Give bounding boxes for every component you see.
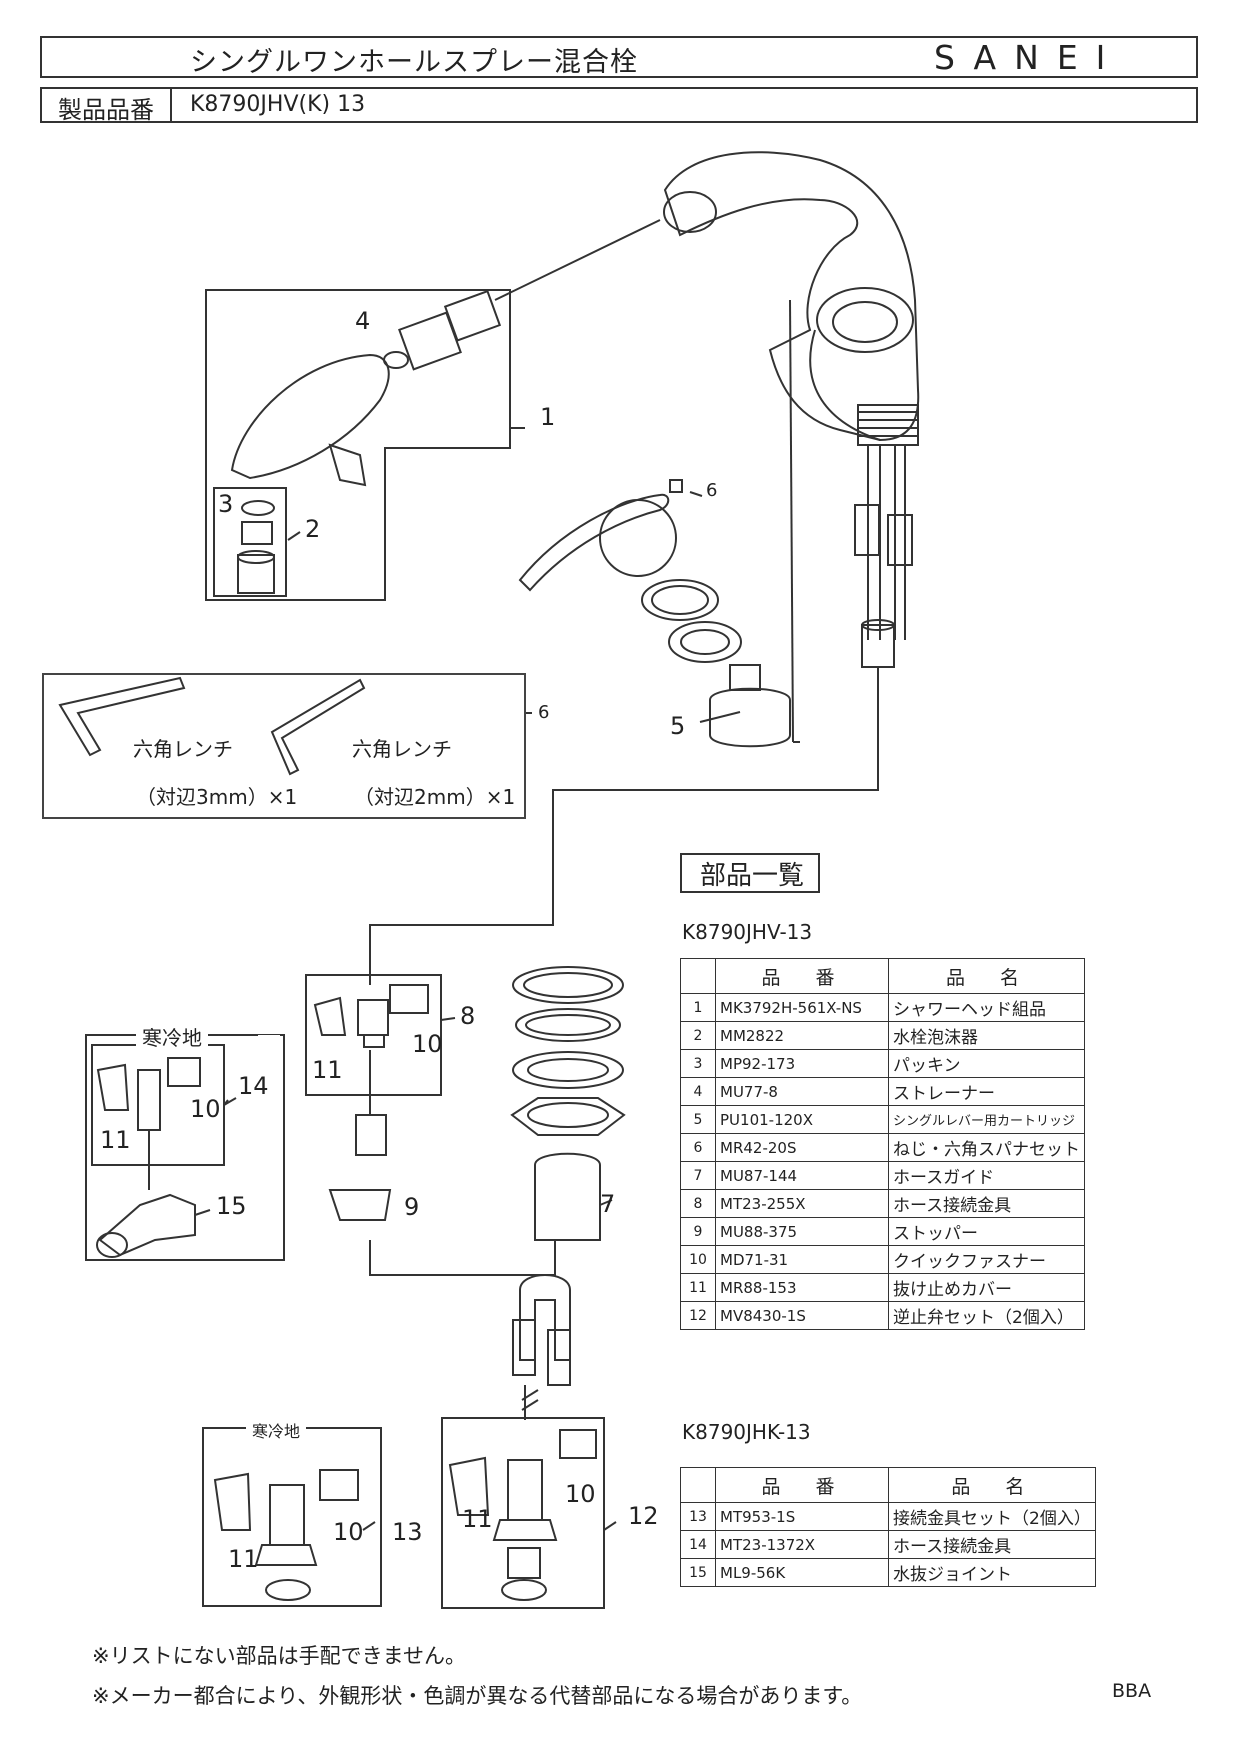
callout-8: 8 bbox=[460, 1002, 476, 1030]
callout-6-top: 6 bbox=[706, 480, 718, 501]
table1-header-code: 品 番 bbox=[715, 958, 889, 994]
nut-ring bbox=[668, 621, 742, 663]
callout-10-a: 10 bbox=[412, 1030, 443, 1058]
callout-11-b: 11 bbox=[100, 1126, 131, 1154]
note-unlisted-parts: ※リストにない部品は手配できません。 bbox=[92, 1644, 466, 1668]
part8-box bbox=[305, 974, 442, 1096]
callout-10-b: 10 bbox=[190, 1095, 221, 1123]
lever-socket bbox=[816, 287, 914, 353]
table1-header-no bbox=[680, 958, 716, 994]
parts-list-title-frame bbox=[680, 853, 820, 893]
callout-10-c: 10 bbox=[565, 1480, 596, 1508]
product-label: 製品品番 bbox=[58, 96, 154, 124]
callout-7: 7 bbox=[600, 1190, 616, 1218]
page-title: シングルワンホールスプレー混合栓 bbox=[190, 47, 638, 78]
callout-4: 4 bbox=[355, 307, 371, 335]
callout-14: 14 bbox=[238, 1072, 269, 1100]
faucet-spout bbox=[663, 151, 920, 442]
wrench-2mm-name: 六角レンチ bbox=[352, 737, 452, 761]
table2-header-code: 品 番 bbox=[715, 1467, 889, 1503]
wrench-set-box bbox=[42, 673, 526, 819]
product-frame bbox=[40, 87, 1198, 123]
callout-1: 1 bbox=[540, 403, 556, 431]
table2-header-name: 品 名 bbox=[888, 1467, 1096, 1503]
callout-10-d: 10 bbox=[333, 1518, 364, 1546]
product-divider bbox=[170, 88, 172, 122]
title-frame bbox=[40, 36, 1198, 78]
callout-2: 2 bbox=[305, 515, 321, 543]
callout-11-c: 11 bbox=[462, 1505, 493, 1533]
table1-model: K8790JHV-13 bbox=[682, 920, 813, 944]
shower-head bbox=[230, 353, 390, 480]
wrench-3mm-name: 六角レンチ bbox=[133, 737, 233, 761]
document-code: BBA bbox=[1112, 1680, 1152, 1702]
callout-15: 15 bbox=[216, 1192, 247, 1220]
table2-header-no bbox=[680, 1467, 716, 1503]
callout-13: 13 bbox=[392, 1518, 423, 1546]
callout-11-d: 11 bbox=[228, 1545, 259, 1573]
aerator-box bbox=[213, 487, 287, 597]
callout-9: 9 bbox=[404, 1193, 420, 1221]
drain-joint bbox=[98, 1193, 196, 1257]
cap-ring bbox=[641, 579, 719, 621]
callout-3: 3 bbox=[218, 490, 234, 518]
shower-group-outline bbox=[205, 289, 511, 601]
cold-region-label-14: 寒冷地 bbox=[136, 1022, 208, 1051]
table2-model: K8790JHK-13 bbox=[682, 1420, 811, 1444]
part12-box bbox=[441, 1417, 605, 1609]
callout-6-box: 6 bbox=[538, 702, 550, 723]
callout-11-a: 11 bbox=[312, 1056, 343, 1084]
wrench-3mm-icon bbox=[58, 676, 186, 757]
callout-5: 5 bbox=[670, 712, 686, 740]
product-number: K8790JHV(K) 13 bbox=[190, 92, 366, 117]
cold-region-label-13: 寒冷地 bbox=[246, 1418, 307, 1442]
threaded-shank bbox=[857, 404, 919, 446]
brand-logo: SANEI bbox=[934, 38, 1124, 77]
spout-outlet bbox=[663, 191, 717, 233]
table1-header-name: 品 名 bbox=[888, 958, 1085, 994]
wrench-2mm-icon bbox=[270, 678, 366, 776]
note-substitute-parts: ※メーカー都合により、外観形状・色調が異なる代替部品になる場合があります。 bbox=[92, 1684, 863, 1708]
lever-handle bbox=[518, 493, 670, 592]
lever-cap bbox=[599, 499, 677, 577]
parts-list-title: 部品一覧 bbox=[700, 861, 805, 891]
hose-end bbox=[861, 624, 895, 668]
wrench-3mm-size: （対辺3mm）×1 bbox=[136, 785, 298, 809]
wrench-2mm-size: （対辺2mm）×1 bbox=[354, 785, 516, 809]
hose-guide bbox=[534, 1152, 601, 1241]
callout-12: 12 bbox=[628, 1502, 659, 1530]
